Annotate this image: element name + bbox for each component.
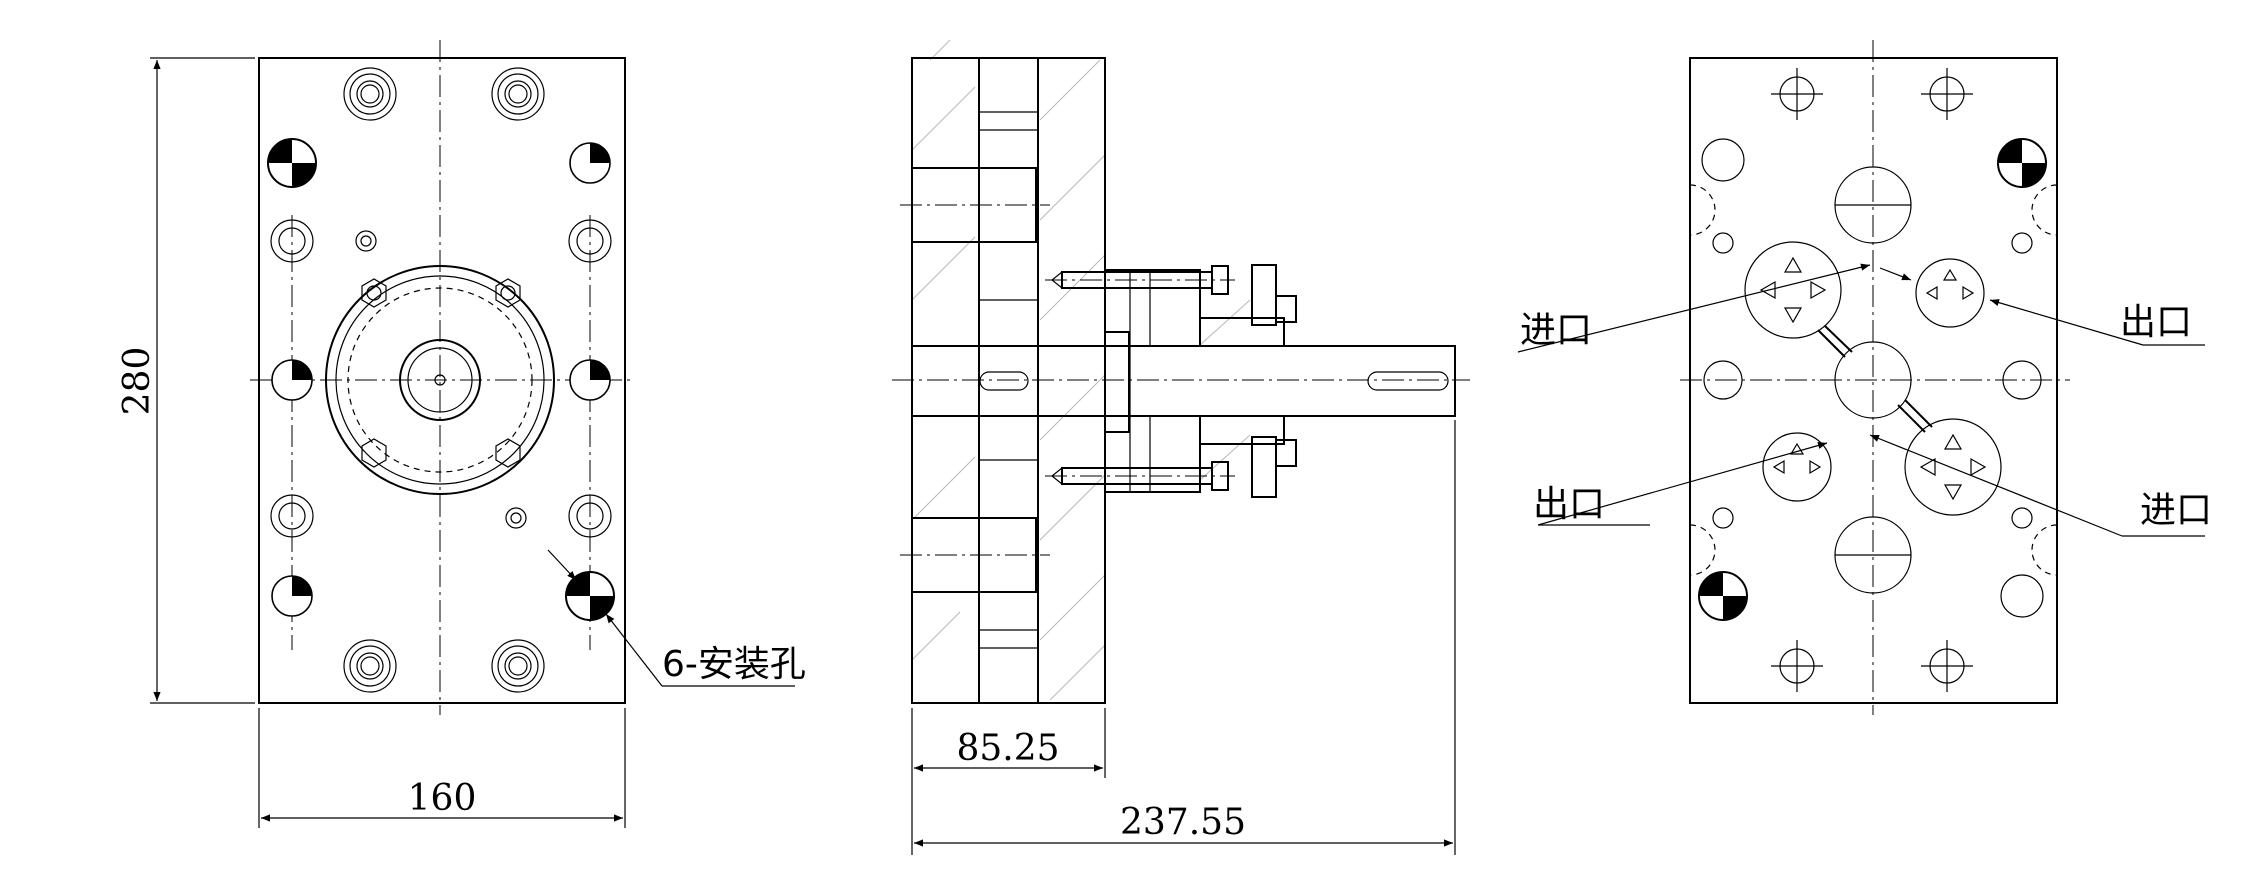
gear-cavity <box>1744 166 2002 594</box>
width-dimension: 160 <box>408 778 477 819</box>
inlet-label: 进口 <box>2140 490 2212 531</box>
front-view: 280 160 6-安装孔 <box>117 40 806 828</box>
total-length-dimension: 237.55 <box>1120 802 1246 843</box>
rear-view: 进口 出口 出口 进口 <box>1517 40 2212 715</box>
height-dimension: 280 <box>117 347 158 416</box>
mounting-hole-callout: 6-安装孔 <box>662 644 806 685</box>
short-length-dimension: 85.25 <box>956 728 1059 769</box>
inlet-label: 进口 <box>1520 310 1592 351</box>
outlet-label: 出口 <box>1533 484 1605 525</box>
seal-assembly <box>1045 264 1297 498</box>
flange <box>325 265 555 495</box>
side-view: 85.25 237.55 <box>892 39 1470 855</box>
outlet-label: 出口 <box>2120 302 2192 343</box>
